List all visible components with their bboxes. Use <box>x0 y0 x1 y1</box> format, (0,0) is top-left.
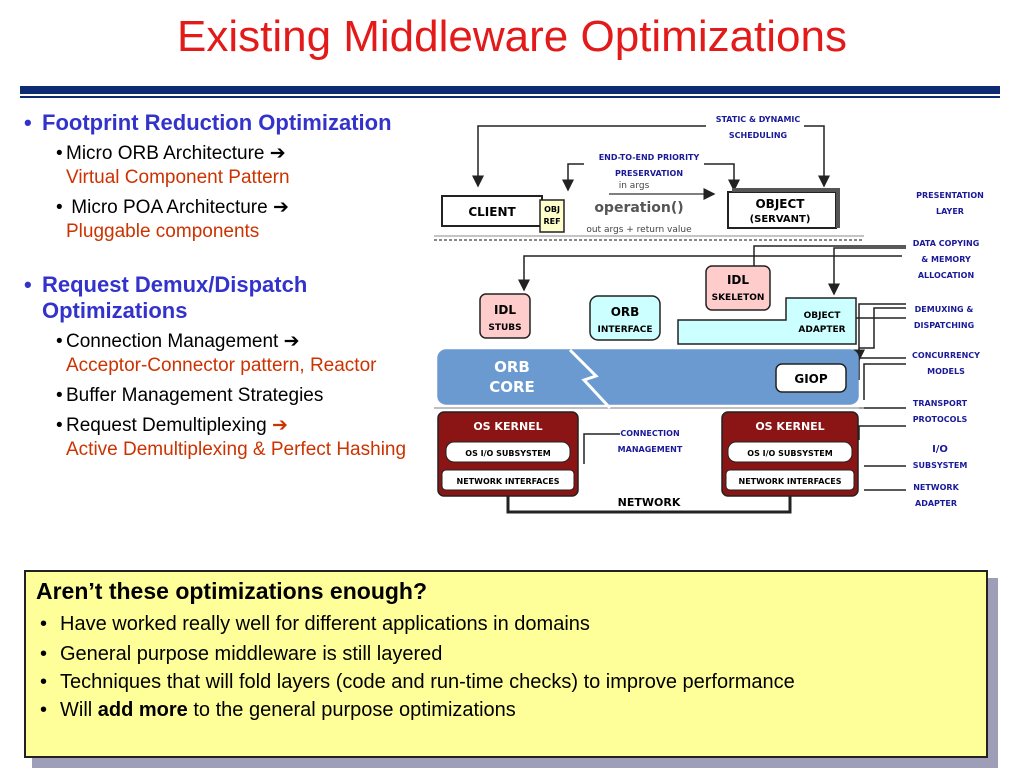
page-title: Existing Middleware Optimizations <box>176 12 848 61</box>
client-box <box>441 195 543 227</box>
right-label: PRESENTATION <box>916 191 984 200</box>
callout-bold-text: add more <box>97 699 188 721</box>
orb-architecture-diagram: CLIENT OBJ REF operation() in args out a… <box>434 115 984 514</box>
idl-stubs-label-2: STUBS <box>488 323 521 333</box>
idl-skeleton-label-1: IDL <box>727 273 749 287</box>
client-label: CLIENT <box>468 205 516 219</box>
section-heading-demux: Request Demux/Dispatch Optimizations <box>24 272 424 324</box>
right-label: & MEMORY <box>921 255 971 264</box>
orb-core-label-2: CORE <box>489 378 535 396</box>
conn-mgmt-label-1: CONNECTION <box>620 429 679 438</box>
callout-item: General purpose middleware is still laye… <box>36 639 976 669</box>
bullet-list: Footprint Reduction Optimization •Micro … <box>24 110 424 468</box>
right-label-group: PRESENTATION LAYER DATA COPYING & MEMORY… <box>912 191 984 508</box>
object-box <box>727 191 837 229</box>
title-divider-thin <box>20 96 1000 98</box>
right-label: PROTOCOLS <box>913 415 968 424</box>
right-label: TRANSPORT <box>913 399 968 408</box>
item-subtext: Active Demultiplexing & Perfect Hashing <box>66 439 407 460</box>
net-if-left-label: NETWORK INTERFACES <box>457 477 560 486</box>
arrow-right-icon: ➔ <box>283 331 300 352</box>
item-text: Micro ORB Architecture <box>66 143 265 164</box>
callout-text: Will <box>60 699 98 721</box>
object-label-1: OBJECT <box>755 197 805 211</box>
right-label: ADAPTER <box>915 499 957 508</box>
in-args-label: in args <box>619 181 650 191</box>
right-label: DISPATCHING <box>914 321 974 330</box>
right-label: SUBSYSTEM <box>913 461 968 470</box>
idl-stubs-box <box>479 293 531 339</box>
scheduling-label-1: STATIC & DYNAMIC <box>716 115 801 124</box>
list-item: •Connection Management ➔ Acceptor-Connec… <box>56 331 377 376</box>
right-label: MODELS <box>927 367 965 376</box>
orb-interface-label-2: INTERFACE <box>598 325 653 335</box>
right-label: CONCURRENCY <box>912 351 980 360</box>
orb-core-bar <box>437 349 859 405</box>
orb-interface-label-1: ORB <box>611 305 640 319</box>
right-label: ALLOCATION <box>918 271 974 280</box>
conn-mgmt-label-2: MANAGEMENT <box>618 445 683 454</box>
callout-heading: Aren’t these optimizations enough? <box>36 578 428 604</box>
obj-ref-box <box>539 199 565 233</box>
out-args-label: out args + return value <box>586 225 692 235</box>
obj-ref-label-1: OBJ <box>544 205 560 214</box>
network-link <box>506 496 792 514</box>
item-subtext: Virtual Component Pattern <box>66 167 290 188</box>
callout-box: Aren’t these optimizations enough? Have … <box>24 570 988 758</box>
title-divider <box>20 86 1000 94</box>
giop-box <box>775 363 847 393</box>
network-label: NETWORK <box>618 496 681 509</box>
item-text: Connection Management <box>66 331 279 352</box>
object-adapter-label-2: ADAPTER <box>798 325 845 335</box>
item-subtext: Pluggable components <box>66 221 260 242</box>
section-heading-footprint: Footprint Reduction Optimization <box>24 110 424 136</box>
os-io-left-label: OS I/O SUBSYSTEM <box>465 449 550 458</box>
os-io-right-label: OS I/O SUBSYSTEM <box>747 449 832 458</box>
item-text: Buffer Management Strategies <box>66 385 324 406</box>
object-adapter-label-1: OBJECT <box>804 311 842 321</box>
orb-core-label-1: ORB <box>494 358 530 376</box>
operation-label: operation() <box>594 200 683 216</box>
os-kernel-left-label: OS KERNEL <box>473 420 542 433</box>
idl-skeleton-label-2: SKELETON <box>712 293 765 303</box>
connector-lines <box>472 125 906 491</box>
os-io-left <box>445 441 571 463</box>
list-item: •Micro ORB Architecture ➔ Virtual Compon… <box>56 143 290 188</box>
orb-interface-box <box>589 295 661 341</box>
list-item: •Request Demultiplexing ➔ Active Demulti… <box>56 415 407 460</box>
item-text: Request Demultiplexing <box>66 415 267 436</box>
list-item: •Buffer Management Strategies <box>56 385 324 406</box>
os-kernel-right-label: OS KERNEL <box>755 420 824 433</box>
right-label: NETWORK <box>913 483 959 492</box>
giop-label: GIOP <box>794 372 828 386</box>
net-if-right-label: NETWORK INTERFACES <box>739 477 842 486</box>
right-label: LAYER <box>936 207 964 216</box>
object-adapter-box <box>677 297 857 345</box>
e2e-label-2: PRESERVATION <box>615 169 683 178</box>
arrow-right-icon: ➔ <box>272 197 289 218</box>
right-label: DEMUXING & <box>915 305 974 314</box>
right-label: I/O <box>932 444 948 455</box>
list-item: • Micro POA Architecture ➔ Pluggable com… <box>56 197 289 242</box>
idl-stubs-label-1: IDL <box>494 303 516 317</box>
item-text: Micro POA Architecture <box>71 197 268 218</box>
obj-ref-label-2: REF <box>543 217 560 226</box>
object-label-2: (SERVANT) <box>750 214 811 225</box>
os-io-right <box>727 441 853 463</box>
callout-item: Techniques that will fold layers (code a… <box>36 669 976 695</box>
callout-item: Will add more to the general purpose opt… <box>36 695 976 725</box>
callout-item: Have worked really well for different ap… <box>36 609 976 639</box>
net-if-right <box>725 469 855 491</box>
idl-skeleton-box <box>705 265 771 311</box>
scheduling-label-2: SCHEDULING <box>729 131 787 140</box>
e2e-label-1: END-TO-END PRIORITY <box>599 153 700 162</box>
arrow-right-icon: ➔ <box>269 143 286 164</box>
item-subtext: Acceptor-Connector pattern, Reactor <box>66 355 377 376</box>
arrow-right-icon: ➔ <box>271 415 288 436</box>
callout-text: to the general purpose optimizations <box>187 699 516 721</box>
right-label: DATA COPYING <box>913 239 980 248</box>
net-if-left <box>441 469 575 491</box>
